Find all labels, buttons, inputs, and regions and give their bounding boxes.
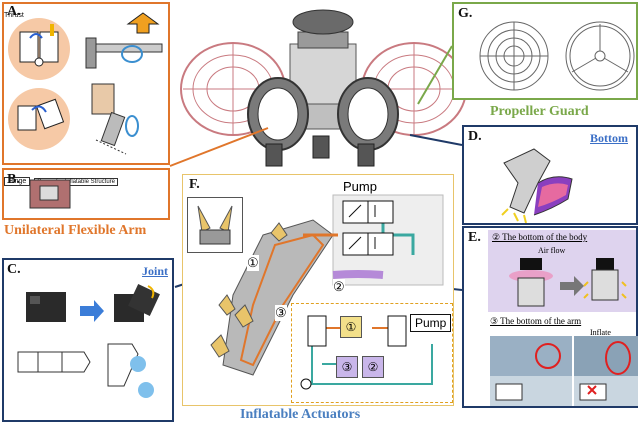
pump-box-label: Pump — [410, 314, 452, 332]
hinge-label: Hinge — [4, 177, 31, 186]
panel-e: E. ② The bottom of the body Air flow ③ T… — [462, 226, 638, 408]
joint-link[interactable]: Joint — [142, 264, 169, 278]
valve-symbols-top — [342, 200, 394, 256]
pump-top-label: Pump — [343, 179, 377, 194]
caption-unilateral-arm: Unilateral Flexible Arm — [4, 223, 147, 238]
panel-c-label: C. — [7, 262, 21, 277]
schematic-box-1: ① — [340, 316, 362, 338]
panel-c: C. Joint — [2, 258, 174, 422]
hinge-circle-bottom — [8, 88, 70, 150]
inflate-label: Inflate — [590, 328, 611, 337]
bottom-link[interactable]: Bottom — [590, 131, 628, 145]
hinge-photo — [29, 179, 71, 209]
panel-f: F. Pump ① ② ③ — [182, 174, 454, 406]
marker-2: ② — [333, 279, 345, 295]
hinge-bottom-diagram — [17, 98, 65, 131]
thrust-arrow-icon — [126, 12, 160, 34]
schematic-lines — [300, 315, 433, 390]
body-bottom-section: ② The bottom of the body Air flow — [488, 230, 636, 312]
panel-b-label: B. — [7, 172, 20, 187]
caption-inflatable-actuators: Inflatable Actuators — [240, 407, 361, 422]
panel-a: A. Thrust — [2, 2, 170, 165]
joint-sketch-straight — [17, 351, 91, 373]
schematic-box-3: ③ — [336, 356, 358, 378]
schematic-box-2: ② — [362, 356, 384, 378]
gripper-inset — [187, 197, 243, 253]
thrust-label: Thrust — [4, 12, 24, 19]
arm-mechanism-top — [85, 37, 163, 69]
hinge-top-diagram — [19, 24, 59, 67]
arm-bottom-photo-left — [490, 336, 572, 406]
joint-photo-left — [26, 292, 66, 322]
step3-title: ③ The bottom of the arm — [490, 316, 582, 326]
right-arrow-icon — [80, 300, 104, 322]
panel-g-label: G. — [458, 6, 473, 21]
robot-render — [178, 4, 468, 174]
pneumatic-schematic: ① ③ ② Pump — [291, 303, 453, 403]
panel-e-label: E. — [468, 230, 481, 245]
panel-g: G. — [452, 2, 638, 100]
bottom-arm-illustration — [501, 148, 573, 223]
panel-f-label: F. — [189, 177, 200, 192]
guard-wireframe-right — [565, 21, 635, 91]
joint-photo-right — [114, 284, 160, 322]
hinge-circle-top — [8, 18, 70, 80]
robot-illustration — [180, 9, 467, 167]
step2-title: ② The bottom of the body — [492, 232, 588, 242]
panel-d: D. Bottom — [462, 125, 638, 225]
marker-3: ③ — [275, 305, 287, 321]
panel-a-label: A. — [7, 4, 21, 19]
caption-propeller-guard: Propeller Guard — [490, 104, 589, 119]
airflow-label: Air flow — [538, 246, 566, 255]
marker-1: ① — [247, 255, 259, 271]
body-bottom-diagram — [509, 258, 627, 307]
panel-b: B. Hinge Space for Inflatable Structure — [2, 168, 170, 220]
arm-mechanism-bottom — [91, 83, 139, 155]
arm-bottom-photo-right — [574, 336, 638, 406]
joint-sketch-bent — [107, 343, 154, 398]
panel-d-label: D. — [468, 129, 482, 144]
gripper-inset-icon — [197, 205, 233, 245]
space-label: Space for Inflatable Structure — [34, 178, 119, 186]
guard-wireframe-left — [479, 21, 549, 91]
